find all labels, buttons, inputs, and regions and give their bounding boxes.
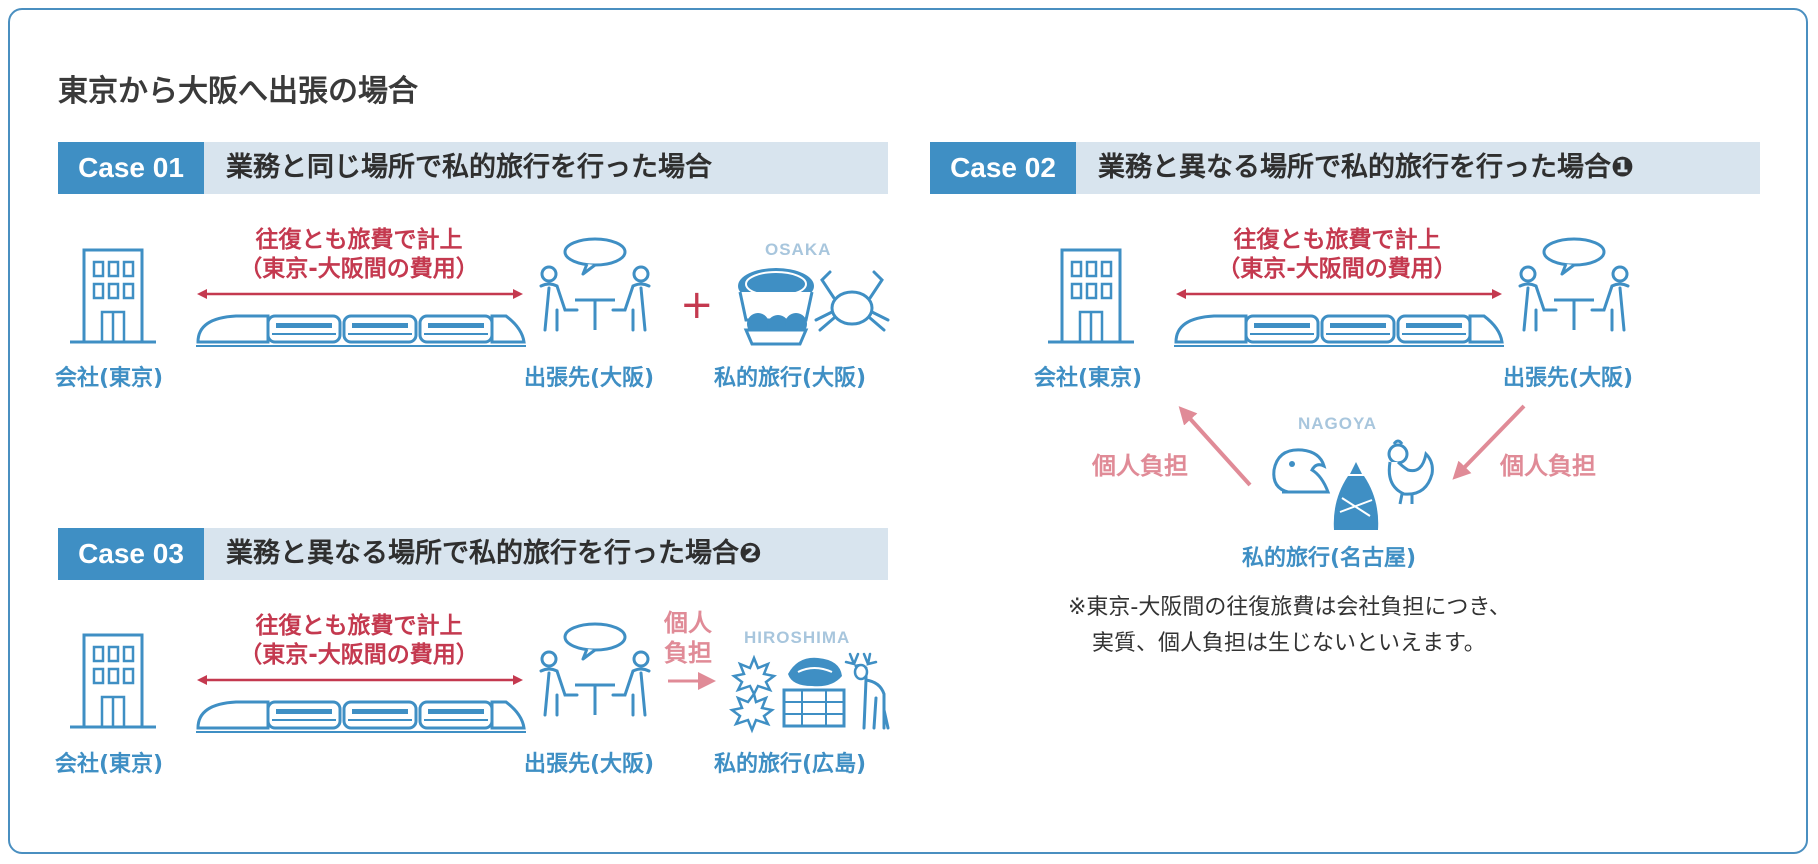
case-02-badge: Case 02 bbox=[930, 142, 1076, 194]
pink-arrow-left bbox=[1178, 406, 1252, 487]
crab-icon bbox=[814, 270, 890, 332]
case-01-badge: Case 01 bbox=[58, 142, 204, 194]
meeting-icon bbox=[539, 237, 651, 332]
place-nagoya: NAGOYA bbox=[1298, 414, 1378, 433]
case-02-arrow-label: 往復とも旅費で計上 （東京-大阪間の費用） bbox=[1217, 227, 1457, 282]
plus-sign: + bbox=[680, 282, 714, 328]
trip-label: 出張先(大阪) bbox=[1503, 366, 1634, 391]
trip-label: 出張先(大阪) bbox=[524, 366, 655, 391]
case-01-header: Case 01 業務と同じ場所で私的旅行を行った場合 bbox=[58, 142, 888, 194]
deer-icon bbox=[844, 652, 890, 730]
page-title: 東京から大阪へ出張の場合 bbox=[58, 74, 418, 109]
case-03-arrow-label: 往復とも旅費で計上 （東京-大阪間の費用） bbox=[239, 613, 479, 668]
personal-burden-label: 個人 負担 bbox=[664, 609, 712, 667]
building-icon bbox=[68, 633, 158, 729]
double-arrow bbox=[1176, 289, 1502, 299]
case-03-header: Case 03 業務と異なる場所で私的旅行を行った場合❷ bbox=[58, 528, 888, 580]
case-02-title: 業務と異なる場所で私的旅行を行った場合❶ bbox=[1098, 152, 1634, 183]
case-03-title: 業務と異なる場所で私的旅行を行った場合❷ bbox=[226, 538, 762, 569]
meeting-icon bbox=[539, 622, 651, 717]
private-trip-label: 私的旅行(名古屋) bbox=[1242, 546, 1417, 571]
place-hiroshima: HIROSHIMA bbox=[744, 628, 851, 647]
uiro-icon bbox=[1333, 462, 1379, 530]
company-label: 会社(東京) bbox=[55, 366, 164, 391]
note-line-2: 実質、個人負担は生じないといえます。 bbox=[1092, 631, 1486, 656]
company-label: 会社(東京) bbox=[1034, 366, 1143, 391]
note-line-1: ※東京-大阪間の往復旅費は会社負担につき、 bbox=[1068, 595, 1511, 620]
personal-burden-right: 個人負担 bbox=[1500, 452, 1596, 480]
building-icon bbox=[68, 248, 158, 344]
diagram-frame bbox=[8, 8, 1808, 854]
case-03-badge: Case 03 bbox=[58, 528, 204, 580]
private-trip-label: 私的旅行(大阪) bbox=[714, 366, 867, 391]
train-icon bbox=[196, 314, 526, 347]
double-arrow bbox=[197, 289, 523, 299]
private-trip-label: 私的旅行(広島) bbox=[714, 752, 867, 777]
company-label: 会社(東京) bbox=[55, 752, 164, 777]
shachihoko-icon bbox=[1272, 448, 1331, 494]
train-icon bbox=[196, 700, 526, 733]
case-01-title: 業務と同じ場所で私的旅行を行った場合 bbox=[226, 152, 712, 183]
train-icon bbox=[1174, 314, 1504, 347]
chicken-icon bbox=[1387, 439, 1434, 505]
case-02-header: Case 02 業務と異なる場所で私的旅行を行った場合❶ bbox=[930, 142, 1760, 194]
oyster-icon bbox=[782, 657, 846, 728]
double-arrow bbox=[197, 675, 523, 685]
trip-label: 出張先(大阪) bbox=[524, 752, 655, 777]
case-01-arrow-label: 往復とも旅費で計上 （東京-大阪間の費用） bbox=[239, 227, 479, 282]
meeting-icon bbox=[1518, 237, 1630, 332]
place-osaka: OSAKA bbox=[765, 240, 832, 259]
building-icon bbox=[1046, 248, 1136, 344]
maple-leaf-icon bbox=[729, 654, 777, 734]
personal-burden-left: 個人負担 bbox=[1092, 452, 1188, 480]
okonomiyaki-icon bbox=[738, 268, 814, 346]
pink-arrow bbox=[668, 672, 716, 690]
pink-arrow-right bbox=[1452, 404, 1526, 480]
